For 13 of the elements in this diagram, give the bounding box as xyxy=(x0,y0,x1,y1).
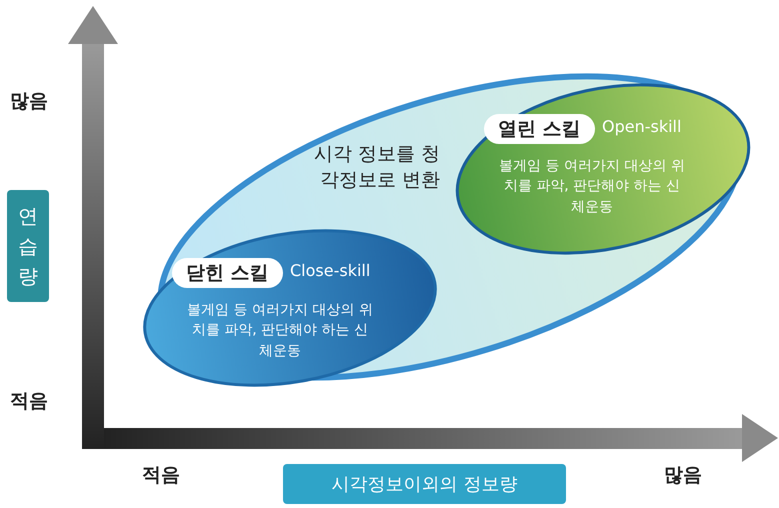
axis-title: 시각정보이외의 정보량 xyxy=(283,464,566,504)
axis-level-label: 적음 xyxy=(142,463,180,488)
skill-subtitle: Open-skill xyxy=(602,117,682,136)
axis-level-label: 많음 xyxy=(10,89,48,114)
skill-description: 볼게임 등 여러가지 대상의 위치를 파악, 판단해야 하는 신체운동 xyxy=(186,301,374,361)
skill-subtitle: Close-skill xyxy=(290,261,370,280)
axis-level-label: 많음 xyxy=(664,463,702,488)
ellipse-caption: 시각 정보를 청각정보로 변환 xyxy=(312,142,440,193)
skill-description: 볼게임 등 여러가지 대상의 위치를 파악, 판단해야 하는 신체운동 xyxy=(498,157,686,217)
axis-level-label: 적음 xyxy=(10,389,48,414)
axis-title: 연습량 xyxy=(7,190,49,302)
skill-title: 닫힌 스킬 xyxy=(172,258,283,288)
skill-title: 열린 스킬 xyxy=(484,114,595,144)
